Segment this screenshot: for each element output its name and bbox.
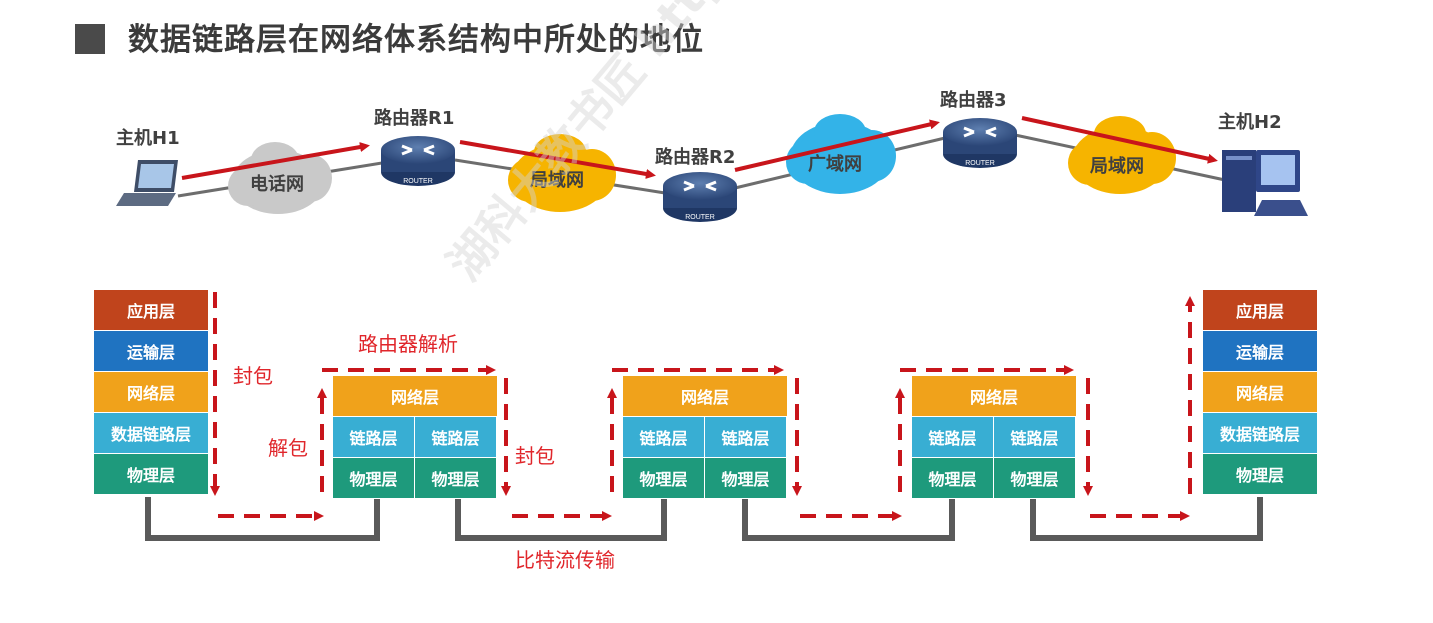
physical-cables <box>145 497 1263 541</box>
layer-physical-in: 物理层 <box>912 458 994 499</box>
title-bullet <box>75 24 105 54</box>
decapsulate-label: 解包 <box>268 436 308 460</box>
packet-path-arrows <box>181 116 1218 180</box>
router-r1-label: 路由器R1 <box>374 108 455 129</box>
router-r2-stack: 网络层 链路层 链路层 物理层 物理层 <box>623 376 787 499</box>
layer-datalink: 数据链路层 <box>94 413 208 454</box>
layer-transport: 运输层 <box>1203 331 1317 372</box>
layer-link-in: 链路层 <box>333 417 415 458</box>
layer-physical-out: 物理层 <box>994 458 1076 499</box>
layer-link-in: 链路层 <box>623 417 705 458</box>
page-title: 数据链路层在网络体系结构中所处的地位 <box>128 22 704 58</box>
flow-arrows <box>210 292 1195 521</box>
host-h2-label: 主机H2 <box>1218 112 1282 133</box>
cloud-wan-label: 广域网 <box>808 154 862 175</box>
layer-link-out: 链路层 <box>994 417 1076 458</box>
layer-application: 应用层 <box>94 290 208 331</box>
layer-datalink: 数据链路层 <box>1203 413 1317 454</box>
encapsulate-label-h1: 封包 <box>233 364 273 388</box>
router-r3-caption: ROUTER <box>965 160 995 167</box>
router-icon-r1 <box>381 136 455 186</box>
router-3-stack: 网络层 链路层 链路层 物理层 物理层 <box>912 376 1076 499</box>
layer-physical-in: 物理层 <box>333 458 415 499</box>
cloud-lan2-label: 局域网 <box>1090 156 1144 177</box>
router-r1-caption: ROUTER <box>403 178 433 185</box>
cloud-lan1-label: 局域网 <box>530 170 584 191</box>
layer-link-out: 链路层 <box>705 417 787 458</box>
cloud-phone-label: 电话网 <box>250 174 304 195</box>
layer-physical-in: 物理层 <box>623 458 705 499</box>
desktop-icon <box>1222 150 1308 216</box>
router-icon-r2 <box>663 172 737 222</box>
bitstream-label: 比特流传输 <box>515 548 615 572</box>
cloud-phone-network <box>228 142 332 214</box>
layer-network: 网络层 <box>912 376 1076 417</box>
layer-link-out: 链路层 <box>415 417 497 458</box>
layer-transport: 运输层 <box>94 331 208 372</box>
router-r2-caption: ROUTER <box>685 214 715 221</box>
layer-physical-out: 物理层 <box>415 458 497 499</box>
router-r1-stack: 网络层 链路层 链路层 物理层 物理层 <box>333 376 497 499</box>
layer-network: 网络层 <box>623 376 787 417</box>
router-icon-r3 <box>943 118 1017 168</box>
layer-application: 应用层 <box>1203 290 1317 331</box>
layer-network: 网络层 <box>1203 372 1317 413</box>
host-h2-stack: 应用层 运输层 网络层 数据链路层 物理层 <box>1203 290 1317 495</box>
encapsulate-label-r1: 封包 <box>515 444 555 468</box>
layer-physical: 物理层 <box>1203 454 1317 495</box>
layer-network: 网络层 <box>94 372 208 413</box>
router-3-label: 路由器3 <box>940 90 1007 111</box>
host-h1-label: 主机H1 <box>116 128 180 149</box>
router-parse-label: 路由器解析 <box>358 332 458 356</box>
host-h1-stack: 应用层 运输层 网络层 数据链路层 物理层 <box>94 290 208 495</box>
router-r2-label: 路由器R2 <box>655 147 736 168</box>
layer-network: 网络层 <box>333 376 497 417</box>
laptop-icon <box>116 160 178 206</box>
layer-link-in: 链路层 <box>912 417 994 458</box>
layer-physical: 物理层 <box>94 454 208 495</box>
layer-physical-out: 物理层 <box>705 458 787 499</box>
